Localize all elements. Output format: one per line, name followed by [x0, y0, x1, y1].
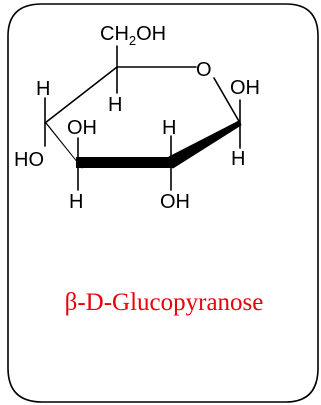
bond-ringo-c1	[213, 77, 241, 124]
molecule-name: β-D-Glucopyranose	[65, 289, 264, 316]
label-c5-h: H	[108, 94, 122, 116]
label-c4-h: H	[36, 78, 50, 100]
label-c3-h: H	[69, 191, 83, 213]
label-c3-oh: OH	[67, 117, 97, 139]
label-ch2oh: CH2OH	[100, 23, 166, 48]
atom-labels: CH2OH O OH H H H HO OH H H OH	[14, 23, 260, 213]
ring-front-edge	[44, 120, 242, 169]
label-c2-h: H	[162, 117, 176, 139]
label-c2-oh: OH	[160, 191, 190, 213]
bold-bond-c3-c2	[76, 157, 173, 168]
wedge-c2-c1	[168, 120, 242, 169]
label-c1-oh: OH	[230, 77, 260, 99]
label-ring-oxygen: O	[196, 59, 212, 81]
label-c1-h: H	[231, 148, 245, 170]
bond-c5-c4	[44, 66, 118, 124]
label-c4-ho: HO	[14, 149, 44, 171]
